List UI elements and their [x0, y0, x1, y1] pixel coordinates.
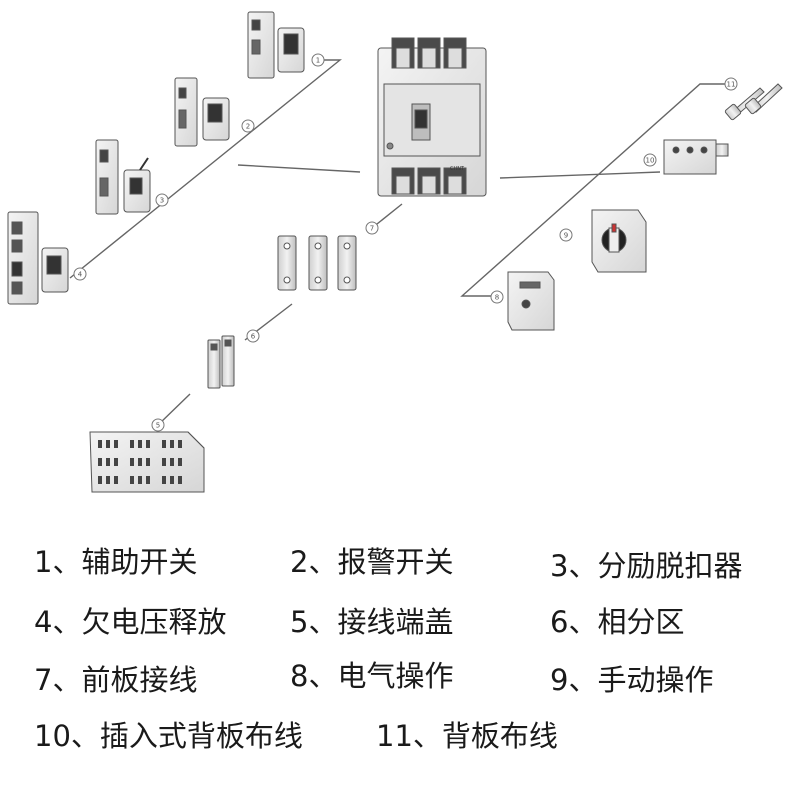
legend-item-10: 10、插入式背板布线 — [34, 719, 303, 753]
callout-markers: 1 2 3 4 5 6 7 8 9 10 11 — [73, 53, 738, 432]
phase-barrier-illustration — [207, 335, 235, 389]
svg-text:1: 1 — [316, 57, 320, 65]
svg-text:11: 11 — [727, 81, 736, 89]
rear-wiring-bolts-illustration — [724, 83, 783, 121]
legend-item-6: 6、相分区 — [550, 605, 685, 639]
svg-text:7: 7 — [370, 225, 374, 233]
callout-3: 3 — [155, 193, 169, 207]
callout-11: 11 — [724, 77, 738, 91]
callout-4: 4 — [73, 267, 87, 281]
alarm-switch-illustration — [174, 77, 230, 147]
svg-text:10: 10 — [646, 157, 655, 165]
callout-2: 2 — [241, 119, 255, 133]
undervoltage-release-illustration — [7, 211, 69, 305]
legend-item-5: 5、接线端盖 — [290, 605, 454, 639]
electric-operation-illustration — [507, 271, 555, 331]
svg-text:4: 4 — [78, 271, 83, 279]
svg-text:2: 2 — [246, 123, 250, 131]
front-wiring-bars-illustration — [277, 235, 357, 291]
callout-6: 6 — [246, 329, 260, 343]
legend-item-2: 2、报警开关 — [290, 545, 454, 579]
legend-item-1: 1、辅助开关 — [34, 545, 198, 579]
breaker-brand-label: CHNT — [450, 166, 465, 172]
accessories-diagram: 1 2 3 4 5 6 7 8 9 10 11 — [7, 11, 783, 493]
callout-5: 5 — [151, 418, 165, 432]
circuit-breaker-illustration: CHNT — [377, 37, 487, 197]
svg-text:9: 9 — [564, 232, 568, 240]
auxiliary-switch-illustration — [247, 11, 305, 79]
manual-operation-illustration — [591, 209, 647, 273]
terminal-cover-illustration — [89, 431, 205, 493]
svg-text:3: 3 — [160, 197, 164, 205]
callout-9: 9 — [559, 228, 573, 242]
svg-text:5: 5 — [156, 422, 160, 430]
legend-item-7: 7、前板接线 — [34, 663, 198, 697]
legend-item-4: 4、欠电压释放 — [34, 605, 227, 639]
shunt-trip-illustration — [95, 139, 151, 215]
legend: 1、辅助开关 2、报警开关 3、分励脱扣器 4、欠电压释放 5、接线端盖 6、相… — [0, 520, 790, 790]
legend-item-11: 11、背板布线 — [376, 719, 558, 753]
legend-item-8: 8、电气操作 — [290, 659, 454, 693]
callout-1: 1 — [311, 53, 325, 67]
svg-text:8: 8 — [495, 294, 499, 302]
plugin-rear-wiring-illustration — [663, 139, 729, 175]
callout-8: 8 — [490, 290, 504, 304]
legend-item-9: 9、手动操作 — [550, 663, 714, 697]
svg-text:6: 6 — [251, 333, 256, 341]
legend-item-3: 3、分励脱扣器 — [550, 549, 743, 583]
callout-10: 10 — [643, 153, 657, 167]
callout-7: 7 — [365, 221, 379, 235]
